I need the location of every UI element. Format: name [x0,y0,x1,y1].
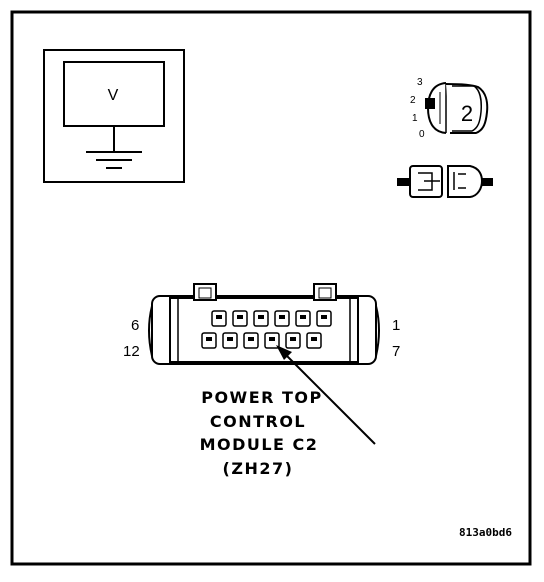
pin-label-1: 1 [392,317,400,334]
caption-line-1: POWER TOP [201,388,323,407]
pin-label-12: 12 [123,343,140,360]
diagram-border [10,10,532,566]
caption-line-2: CONTROL [210,412,306,431]
connector-disconnect-icon [397,165,493,198]
voltmeter-icon [43,49,185,183]
ignition-position-1: 1 [412,113,418,124]
connector-c2 [148,283,380,365]
caption-line-4: (ZH27) [223,459,294,478]
ignition-position-3: 3 [417,77,423,88]
figure-code: 813a0bd6 [459,526,512,539]
ignition-selected-position: 2 [461,101,473,126]
pin-label-6: 6 [131,317,139,334]
pin-label-7: 7 [392,343,400,360]
ignition-position-0: 0 [419,129,425,140]
leader-arrow [276,345,376,445]
caption-line-3: MODULE C2 [200,435,319,454]
meter-label: V [108,87,119,104]
ignition-position-2: 2 [410,95,416,106]
ignition-switch-icon [425,82,489,134]
